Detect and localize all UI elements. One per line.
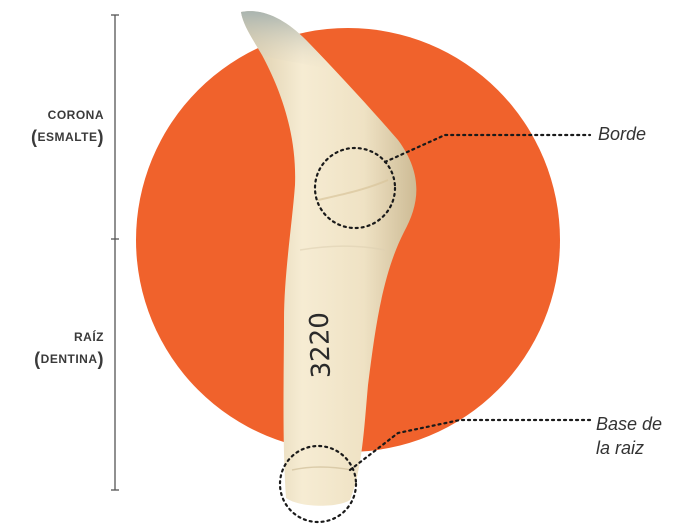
crown-label: CORONA (ESMALTE) [31,104,104,148]
root-base-line1: Base de [596,412,662,436]
edge-callout: Borde [598,122,646,146]
measurement-axis [111,15,119,490]
root-title: RAÍZ [34,326,104,348]
crown-title: CORONA [31,104,104,126]
root-subtitle: DENTINA [41,352,98,366]
root-base-line2: la raiz [596,436,662,460]
root-label: RAÍZ (DENTINA) [34,326,104,370]
specimen-number: 3220 [305,312,337,379]
crown-subtitle: ESMALTE [38,130,98,144]
root-base-callout: Base de la raiz [596,412,662,460]
